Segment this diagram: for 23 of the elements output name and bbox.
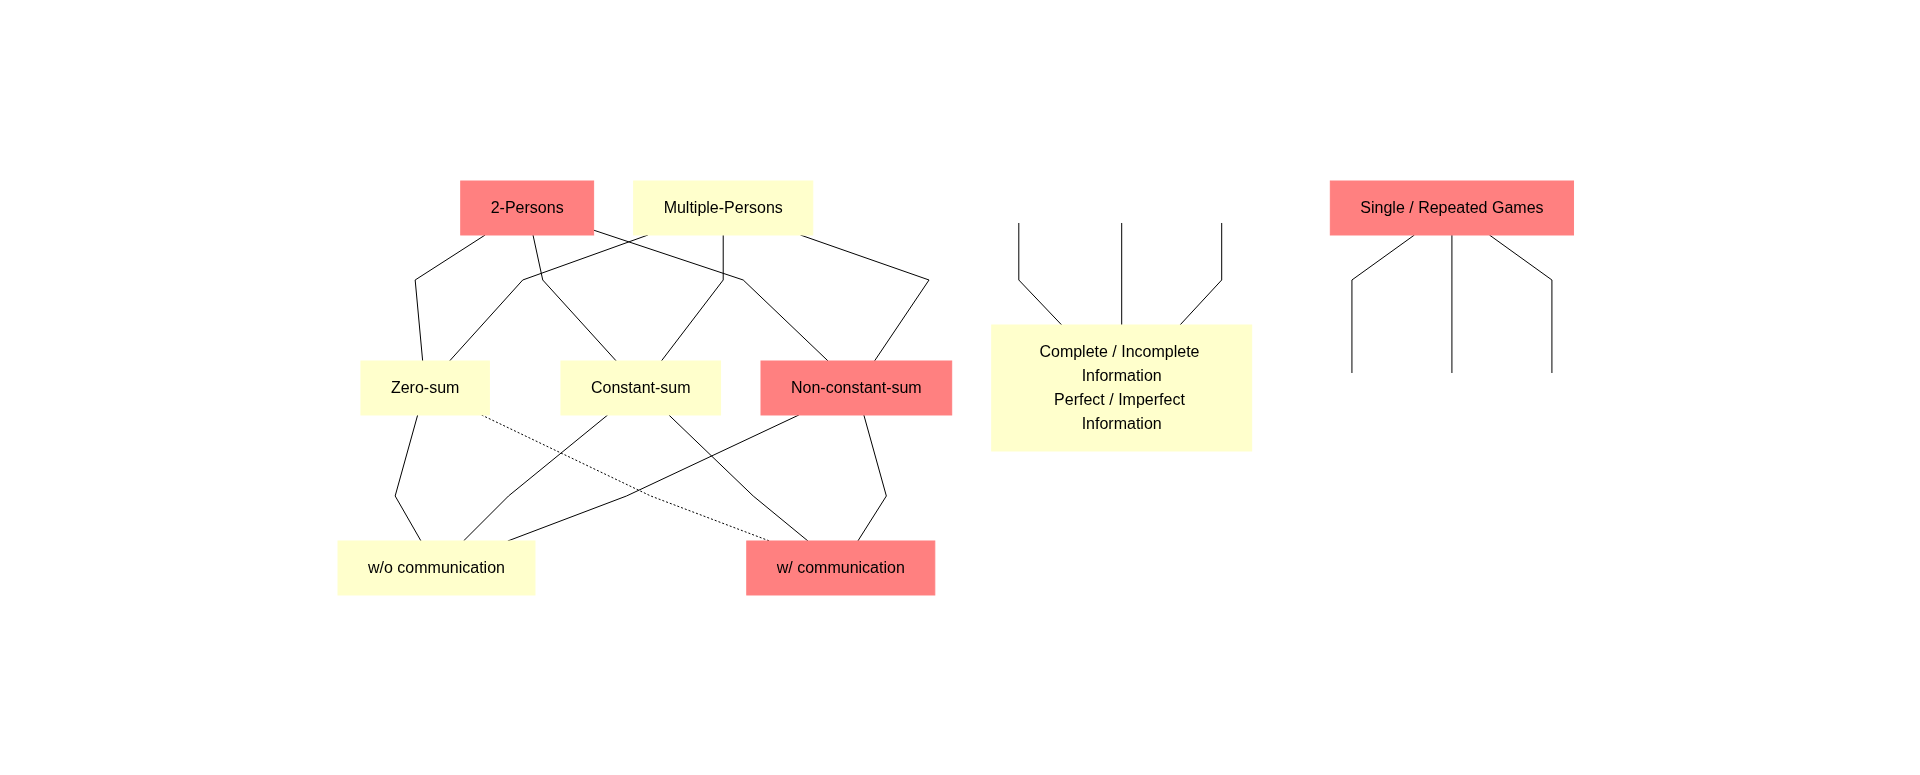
connector (668, 414, 809, 541)
connector (1488, 234, 1553, 373)
connector (1121, 222, 1123, 325)
connector (857, 414, 887, 541)
connector (593, 229, 829, 361)
node-box: 2-Persons (460, 180, 595, 235)
node-box: Complete / Incomplete Information Perfect / Imperfect Information (991, 324, 1253, 451)
connector (532, 234, 617, 361)
node-box: Single / Repeated Games (1329, 180, 1575, 235)
node-box: Non-constant-sum (760, 360, 953, 415)
connector (1018, 222, 1063, 325)
node-box: Zero-sum (360, 360, 490, 415)
connector (1351, 234, 1415, 373)
node-box: Multiple-Persons (633, 180, 814, 235)
node-box: Constant-sum (560, 360, 722, 415)
connector (414, 234, 486, 361)
node-box: w/o communication (337, 540, 536, 595)
connector (449, 234, 649, 361)
connector (394, 414, 422, 541)
node-box: w/ communication (746, 540, 936, 595)
connector (463, 414, 609, 541)
connector (660, 234, 724, 361)
connector (1179, 222, 1223, 325)
